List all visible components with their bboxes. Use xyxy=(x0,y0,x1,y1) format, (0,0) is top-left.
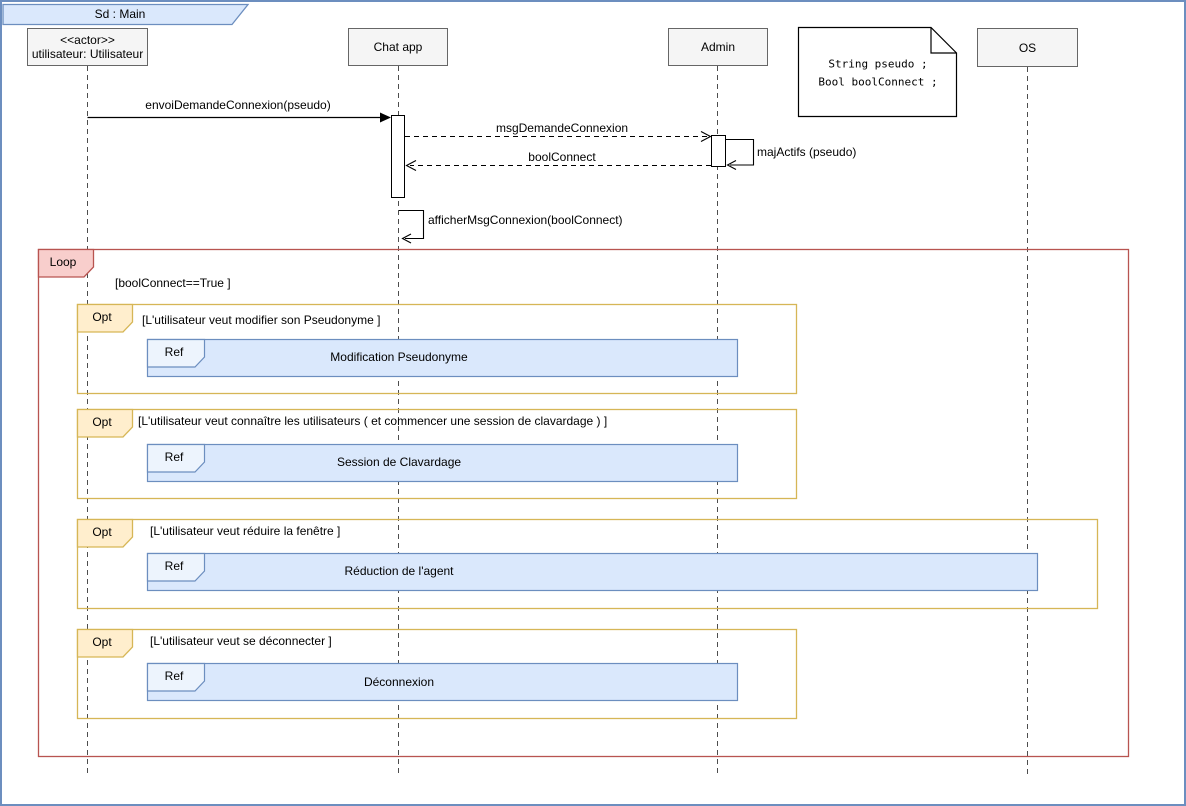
loop-guard: [boolConnect==True ] xyxy=(115,276,231,291)
message-label-afficher: afficherMsgConnexion(boolConnect) xyxy=(428,213,623,228)
opt-label-3: Opt xyxy=(92,525,112,540)
arrowhead-afficher xyxy=(401,233,412,244)
lifeline-head-utilisateur: <<actor>> utilisateur: Utilisateur xyxy=(27,28,148,66)
chat-app-name: Chat app xyxy=(373,40,423,54)
ref-label-4: Ref xyxy=(164,669,184,684)
arrowhead-maj-actifs xyxy=(726,160,737,170)
opt-pentagon-2 xyxy=(76,408,134,438)
opt-label-1: Opt xyxy=(92,310,112,325)
self-msg-maj-actifs xyxy=(726,138,755,166)
message-label-envoi: envoiDemandeConnexion(pseudo) xyxy=(145,98,331,113)
ref-pentagon-4 xyxy=(146,662,206,692)
arrowhead-envoi xyxy=(380,112,391,123)
os-name: OS xyxy=(1018,40,1037,55)
lifeline-head-chat-app: Chat app xyxy=(348,28,448,66)
lifeline-head-os: OS xyxy=(977,28,1078,67)
opt-label-4: Opt xyxy=(92,635,112,650)
opt-guard-3: [L'utilisateur veut réduire la fenêtre ] xyxy=(150,524,341,539)
ref-label-3: Ref xyxy=(164,559,184,574)
opt-pentagon-3 xyxy=(76,518,134,548)
opt-frame-4 xyxy=(76,628,798,720)
ref-pentagon-2 xyxy=(146,443,206,473)
ref-box-4 xyxy=(146,662,739,702)
opt-frame-3 xyxy=(76,518,1099,610)
message-label-maj-actifs: majActifs (pseudo) xyxy=(757,145,857,160)
ref-name-3: Réduction de l'agent xyxy=(344,564,454,579)
loop-pentagon xyxy=(37,248,95,278)
note-line-2: Bool boolConnect ; xyxy=(818,75,938,89)
ref-name-1: Modification Pseudonyme xyxy=(330,350,468,365)
loop-label: Loop xyxy=(49,255,77,270)
self-msg-afficher xyxy=(399,209,425,240)
ref-pentagon-1 xyxy=(146,338,206,368)
lifeline-head-admin: Admin xyxy=(668,28,768,66)
opt-frame-2 xyxy=(76,408,798,500)
arrowhead-bool-connect xyxy=(405,160,417,171)
arrowhead-msg-demande xyxy=(700,131,712,142)
loop-frame xyxy=(37,248,1130,758)
opt-label-2: Opt xyxy=(92,415,112,430)
ref-box-2 xyxy=(146,443,739,483)
message-label-bool-connect: boolConnect xyxy=(528,150,596,165)
opt-frame-1 xyxy=(76,303,798,395)
ref-name-2: Session de Clavardage xyxy=(336,455,462,470)
opt-guard-2: [L'utilisateur veut connaître les utilis… xyxy=(138,414,608,429)
actor-name: utilisateur: Utilisateur xyxy=(31,47,144,61)
ref-box-3 xyxy=(146,552,1039,592)
activation-chat-app xyxy=(391,115,405,198)
title-pentagon xyxy=(2,3,250,26)
ref-box-1 xyxy=(146,338,739,378)
admin-name: Admin xyxy=(700,40,735,54)
opt-guard-4: [L'utilisateur veut se déconnecter ] xyxy=(150,634,332,649)
ref-pentagon-3 xyxy=(146,552,206,582)
ref-label-2: Ref xyxy=(164,450,184,465)
opt-pentagon-4 xyxy=(76,628,134,658)
note-line-1: String pseudo ; xyxy=(828,57,928,71)
note-shape xyxy=(797,26,958,118)
ref-label-1: Ref xyxy=(164,345,184,360)
actor-stereotype: <<actor>> xyxy=(60,33,115,47)
activation-admin xyxy=(711,135,726,167)
ref-name-4: Déconnexion xyxy=(363,675,435,690)
note-fold xyxy=(930,27,957,54)
opt-pentagon-1 xyxy=(76,303,134,333)
diagram-title: Sd : Main xyxy=(94,7,146,22)
message-label-msg-demande: msgDemandeConnexion xyxy=(495,121,629,136)
opt-guard-1: [L'utilisateur veut modifier son Pseudon… xyxy=(142,313,381,328)
